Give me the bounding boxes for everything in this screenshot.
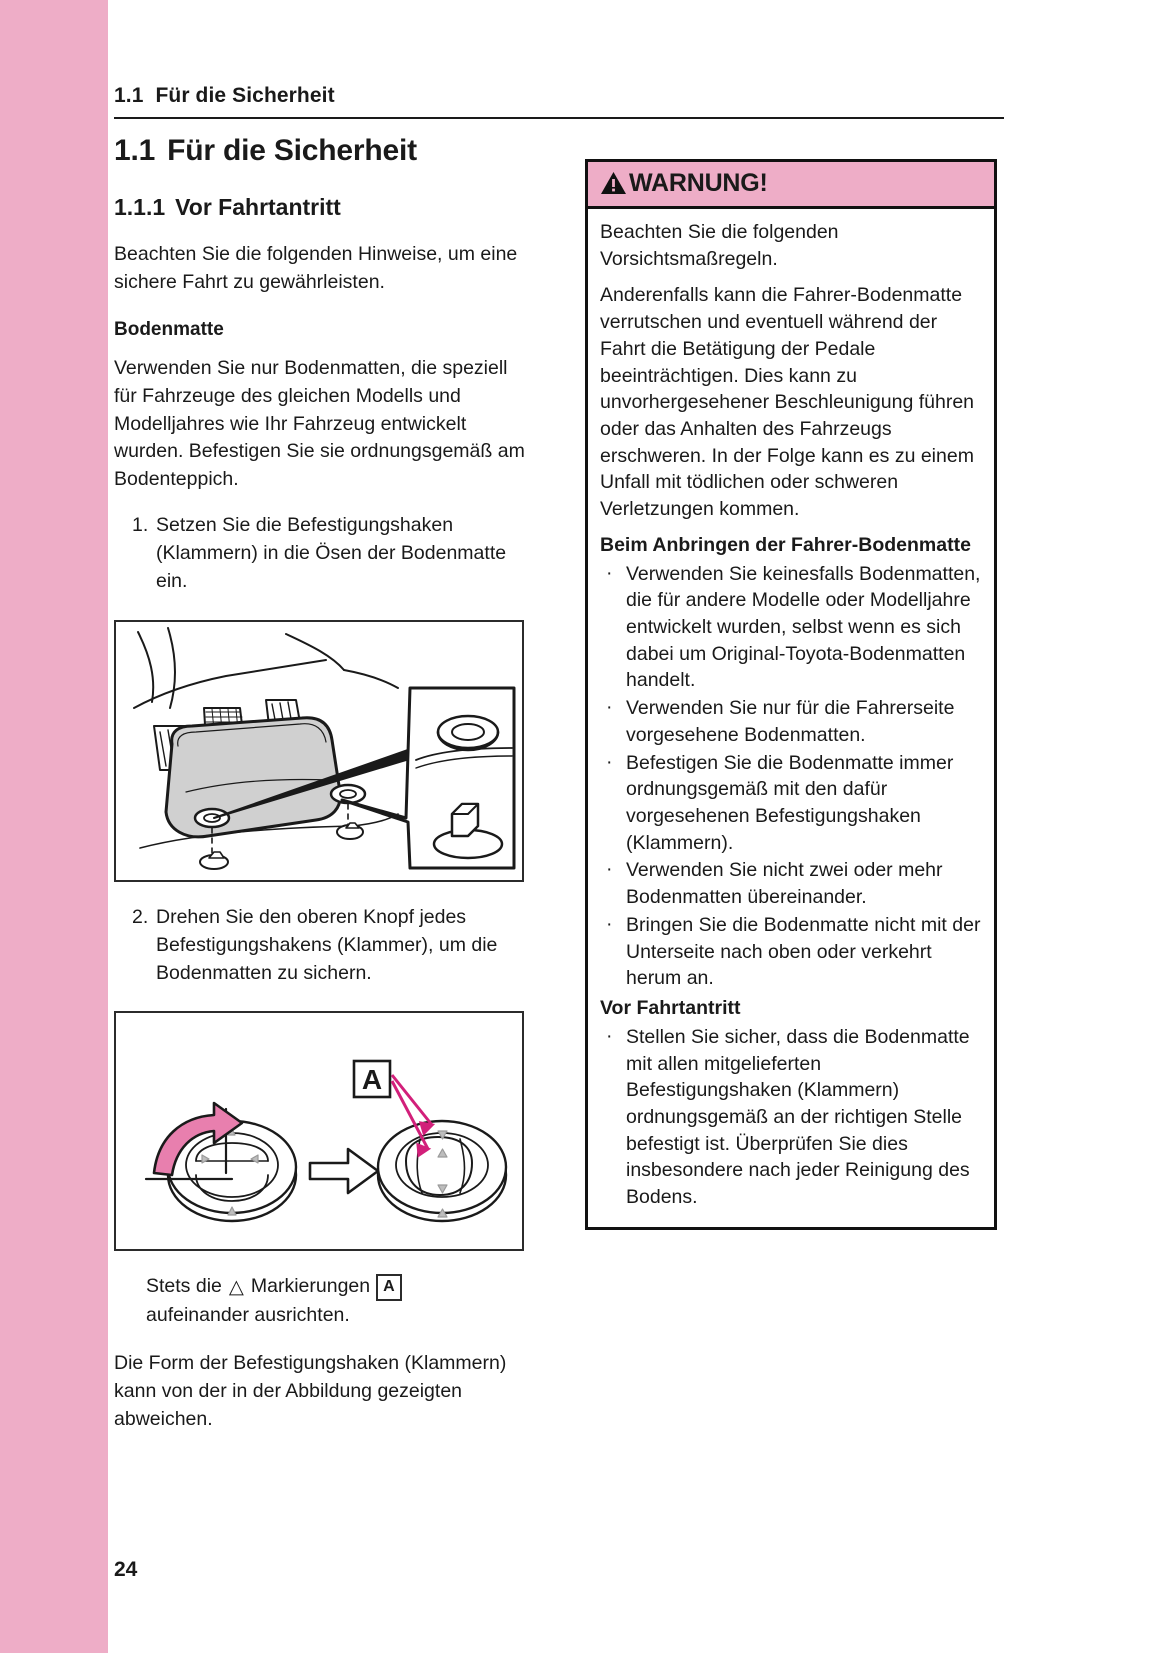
caption-label-a: A xyxy=(376,1274,402,1302)
running-head-number: 1.1 xyxy=(114,84,144,107)
chapter-title: 1.1 Für die Sicherheit xyxy=(114,134,534,168)
list-item: · Stellen Sie sicher, dass die Bodenmatte… xyxy=(600,1024,983,1211)
caption-before: Stets die xyxy=(146,1275,222,1298)
triangle-marker-icon: △ xyxy=(228,1276,244,1299)
right-column: WARNUNG! Beachten Sie die folgenden Vors… xyxy=(585,159,997,1230)
list-item: · Bringen Sie die Bodenmatte nicht mit de… xyxy=(600,912,983,992)
section-number: 1.1.1 xyxy=(114,194,166,220)
list-item: · Verwenden Sie keinesfalls Bodenmatten, … xyxy=(600,561,983,695)
knob-rotation-illustration: A xyxy=(144,1060,508,1223)
step-marker: 2. xyxy=(132,905,149,928)
list-item-text: Bringen Sie die Bodenmatte nicht mit der… xyxy=(626,913,981,990)
caption-after: Markierungen xyxy=(250,1275,371,1298)
section-edge-tab xyxy=(0,0,108,1653)
bullet-icon: · xyxy=(606,696,613,719)
list-item: 2. Drehen Sie den oberen Knopf jedes Befe… xyxy=(114,904,534,988)
bullet-icon: · xyxy=(606,1024,613,1047)
list-item-text: Verwenden Sie keinesfalls Bodenmatten, d… xyxy=(626,562,981,692)
warning-group-1-list: · Verwenden Sie keinesfalls Bodenmatten, … xyxy=(600,561,983,992)
warning-title: WARNUNG! xyxy=(629,169,768,197)
figure-label-a: A xyxy=(362,1064,382,1095)
left-column: 1.1 Für die Sicherheit 1.1.1 Vor Fahrtantr… xyxy=(114,134,534,1452)
bullet-icon: · xyxy=(606,750,613,773)
figure-floor-mat-footwell xyxy=(114,619,524,882)
list-item: · Verwenden Sie nur für die Fahrerseite v… xyxy=(600,695,983,748)
warning-triangle-icon xyxy=(601,172,626,194)
warning-body: Beachten Sie die folgenden Vorsichtsmaßr… xyxy=(588,209,994,1227)
running-head-text: Für die Sicherheit xyxy=(155,84,335,107)
step-marker: 1. xyxy=(132,514,149,537)
step-text: Setzen Sie die Befestigungshaken (Klamme… xyxy=(156,514,507,592)
figure-knob-rotation: A xyxy=(114,1011,524,1252)
subheading-bodenmatte: Bodenmatte xyxy=(114,318,224,340)
list-item: · Befestigen Sie die Bodenmatte immer ord… xyxy=(600,750,983,857)
section-title: 1.1.1 Vor Fahrtantritt xyxy=(114,194,534,221)
bullet-icon: · xyxy=(606,561,613,584)
warning-group-2-list: · Stellen Sie sicher, dass die Bodenmatte… xyxy=(600,1024,983,1211)
bullet-icon: · xyxy=(606,912,613,935)
warning-group-1-heading: Beim Anbringen der Fahrer-Bodenmatte xyxy=(600,533,971,556)
page-number: 24 xyxy=(114,1558,138,1581)
floor-mat-illustration xyxy=(133,626,516,870)
bodenmatte-paragraph: Verwenden Sie nur Bodenmatten, die spezi… xyxy=(114,356,525,491)
steps-list-2: 2. Drehen Sie den oberen Knopf jedes Befe… xyxy=(114,904,534,988)
list-item-text: Befestigen Sie die Bodenmatte immer ordn… xyxy=(626,751,954,854)
warning-header: WARNUNG! xyxy=(588,162,994,209)
warning-intro-2: Anderenfalls kann die Fahrer-Bodenmatte … xyxy=(600,284,975,521)
warning-intro-1: Beachten Sie die folgenden Vorsichtsmaßr… xyxy=(600,221,839,270)
caption-line-2: aufeinander ausrichten. xyxy=(146,1304,350,1327)
list-item-text: Verwenden Sie nicht zwei oder mehr Boden… xyxy=(626,859,943,909)
step-text: Drehen Sie den oberen Knopf jedes Befest… xyxy=(156,905,498,984)
warning-box: WARNUNG! Beachten Sie die folgenden Vors… xyxy=(585,159,997,1230)
bullet-icon: · xyxy=(606,858,613,881)
section-title-text: Vor Fahrtantritt xyxy=(175,194,341,220)
chapter-title-text: Für die Sicherheit xyxy=(167,134,417,167)
list-item-text: Verwenden Sie nur für die Fahrerseite vo… xyxy=(626,697,955,746)
intro-paragraph: Beachten Sie die folgenden Hinweise, um … xyxy=(114,243,518,293)
warning-group-2-heading: Vor Fahrtantritt xyxy=(600,996,741,1019)
list-item: · Verwenden Sie nicht zwei oder mehr Bode… xyxy=(600,857,983,910)
chapter-number: 1.1 xyxy=(114,134,156,167)
label-a-callout: A xyxy=(352,1060,436,1159)
list-item: 1. Setzen Sie die Befestigungshaken (Klam… xyxy=(114,512,534,596)
list-item-text: Stellen Sie sicher, dass die Bodenmatte … xyxy=(626,1025,970,1209)
shape-note: Die Form der Befestigungshaken (Klammern… xyxy=(114,1352,507,1430)
steps-list-1: 1. Setzen Sie die Befestigungshaken (Klam… xyxy=(114,512,534,596)
running-head: 1.1 Für die Sicherheit xyxy=(114,84,1004,119)
